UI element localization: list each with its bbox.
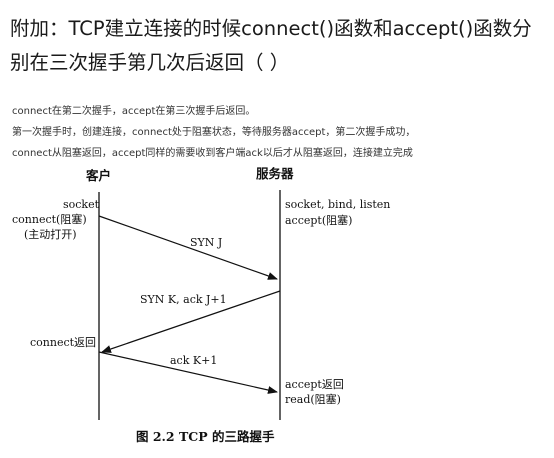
server-header: 服务器 [256,166,294,181]
synack-arrow [101,290,281,353]
client-socket-label: socket [63,198,100,211]
figure-caption: 图 2.2 TCP 的三路握手 [136,429,275,444]
server-read-blocked-label: read(阻塞) [285,392,341,406]
client-active-open-label: (主动打开) [24,227,77,241]
answer-line-1: connect在第二次握手，accept在第三次握手后返回。 [12,106,256,117]
ack-arrow [98,351,278,394]
syn-label: SYN J [190,236,222,249]
ack-label: ack K+1 [170,354,217,367]
client-connect-label: connect(阻塞) [12,212,87,226]
answer-line-3: connect从阻塞返回，accept同样的需要收到客户端ack以后才从阻塞返回… [12,148,413,159]
client-header: 客户 [85,168,111,183]
answer-line-2: 第一次握手时，创建连接，connect处于阻塞状态，等待服务器accept，第二… [12,127,416,138]
server-socket-calls-label: socket, bind, listen [285,198,390,211]
client-connect-return-label: connect返回 [30,336,96,349]
server-accept-blocked-label: accept(阻塞) [285,213,352,227]
syn-arrow [98,215,278,280]
synack-label: SYN K, ack J+1 [140,293,227,306]
server-accept-return-label: accept返回 [285,378,344,391]
question-title: 附加：TCP建立连接的时候connect()函数和accept()函数分别在三次… [10,17,532,74]
